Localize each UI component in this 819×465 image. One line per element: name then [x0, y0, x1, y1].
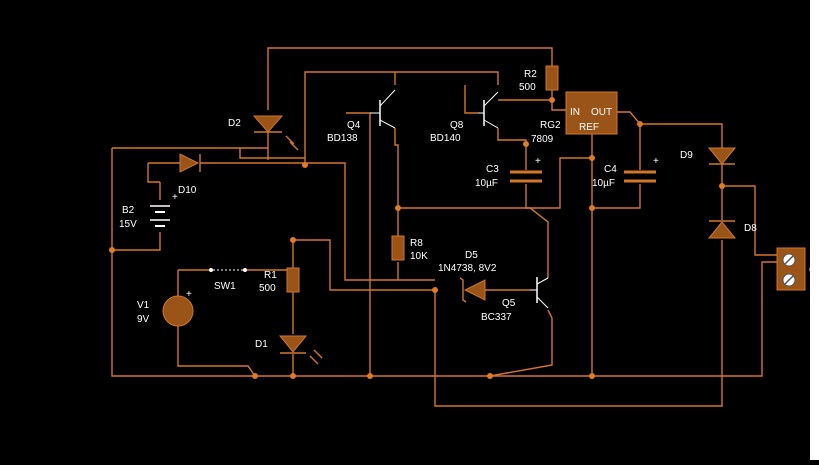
d10-ref: D10: [178, 185, 197, 196]
transistor-q5[interactable]: Q5 BC337: [481, 277, 549, 323]
c4-ref: C4: [604, 164, 617, 175]
r1-ref: R1: [264, 270, 277, 281]
resistor-r1[interactable]: R1 500: [259, 267, 300, 294]
switch-sw1[interactable]: SW1: [209, 268, 247, 292]
right-edge-panel: [810, 0, 819, 460]
zener-d5[interactable]: D5 1N4738, 8V2: [438, 250, 497, 303]
transistor-q4[interactable]: Q4 BD138: [327, 89, 396, 144]
c4-value: 10µF: [592, 178, 615, 189]
led-d2[interactable]: D2: [228, 115, 299, 151]
b2-ref: B2: [122, 205, 135, 216]
d8-ref: D8: [744, 223, 757, 234]
rg2-out-pin: OUT: [591, 107, 612, 118]
d5-ref: D5: [465, 250, 478, 261]
b2-value: 15V: [119, 219, 137, 230]
b2-plus: +: [172, 192, 178, 203]
led-d1[interactable]: D1: [255, 335, 323, 365]
v1-plus: +: [186, 289, 192, 300]
capacitor-c3[interactable]: + C3 10µF: [475, 156, 542, 189]
capacitor-c4[interactable]: + C4 10µF: [592, 156, 659, 189]
screw-terminal-connector[interactable]: C: [776, 247, 816, 291]
d9-ref: D9: [680, 150, 693, 161]
diode-d9[interactable]: D9: [680, 147, 737, 165]
wires: [111, 47, 783, 407]
q5-part: BC337: [481, 312, 512, 323]
c3-value: 10µF: [475, 178, 498, 189]
q8-part: BD140: [430, 133, 461, 144]
r2-value: 500: [519, 82, 536, 93]
resistor-r8[interactable]: R8 10K: [391, 235, 428, 262]
battery-b2[interactable]: + B2 15V: [119, 192, 178, 230]
d5-part: 1N4738, 8V2: [438, 263, 497, 274]
r2-ref: R2: [524, 69, 537, 80]
c3-plus: +: [535, 156, 541, 167]
resistor-r2[interactable]: R2 500: [519, 65, 559, 93]
r8-ref: R8: [410, 238, 423, 249]
v1-ref: V1: [137, 300, 150, 311]
q8-ref: Q8: [450, 120, 464, 131]
rg2-in-pin: IN: [570, 107, 580, 118]
diode-d8[interactable]: D8: [707, 220, 757, 239]
q5-ref: Q5: [502, 298, 516, 309]
rg2-ref-pin: REF: [579, 122, 599, 133]
voltage-source-v1[interactable]: + V1 9V: [137, 289, 194, 327]
q4-part: BD138: [327, 133, 358, 144]
diode-d10[interactable]: D10: [178, 153, 201, 196]
sw1-ref: SW1: [214, 281, 236, 292]
r1-value: 500: [259, 283, 276, 294]
rg2-part: 7809: [531, 134, 554, 145]
v1-value: 9V: [137, 314, 150, 325]
q4-ref: Q4: [347, 120, 361, 131]
c3-ref: C3: [486, 164, 499, 175]
d1-ref: D1: [255, 339, 268, 350]
regulator-rg2[interactable]: IN OUT REF RG2 7809: [531, 91, 618, 145]
d2-ref: D2: [228, 118, 241, 129]
r8-value: 10K: [410, 251, 428, 262]
junction-nodes: [109, 97, 725, 379]
rg2-ref: RG2: [540, 120, 561, 131]
c4-plus: +: [653, 156, 659, 167]
transistor-q8[interactable]: Q8 BD140: [430, 91, 499, 144]
